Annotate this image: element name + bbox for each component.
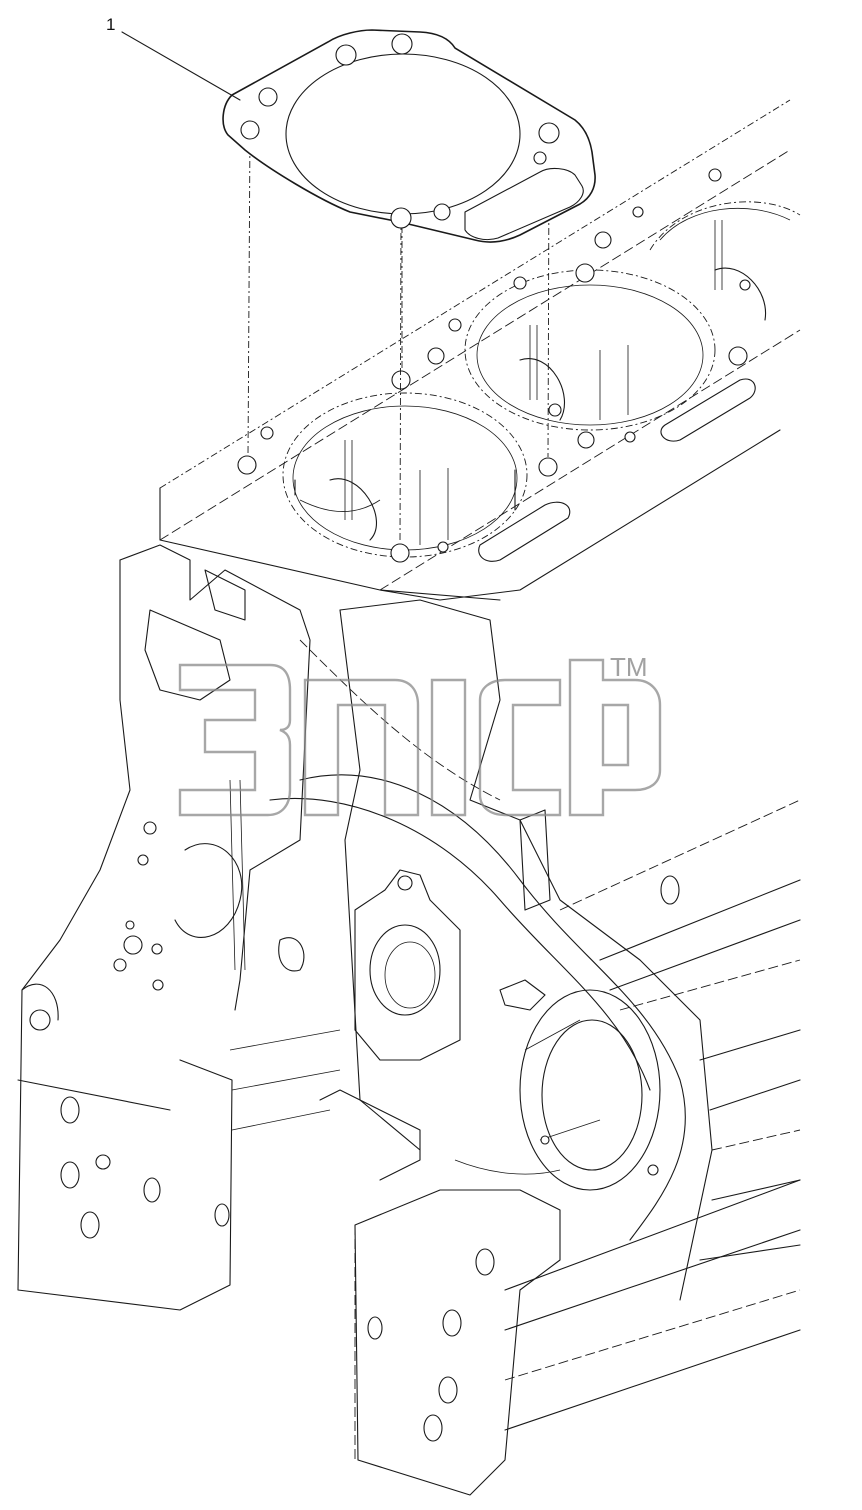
callout-1[interactable]: 1 [106, 15, 241, 101]
gasket-bolt-hole [390, 207, 412, 229]
cylinder-head-gasket[interactable] [222, 29, 596, 243]
gasket-bolt-hole [335, 44, 357, 66]
gasket-bolt-hole [240, 120, 260, 140]
leader-line [121, 31, 241, 101]
callout-label: 1 [106, 15, 115, 34]
engine-block [17, 99, 801, 1496]
gasket-bolt-hole [533, 151, 547, 165]
watermark-logo: TM [178, 652, 662, 817]
gasket-bolt-hole [391, 33, 413, 55]
gasket-bolt-hole [433, 203, 451, 221]
gasket-bolt-hole [538, 122, 560, 144]
gasket-bolt-hole [258, 87, 278, 107]
watermark-trademark: TM [610, 652, 648, 682]
gasket-slot [464, 167, 584, 241]
